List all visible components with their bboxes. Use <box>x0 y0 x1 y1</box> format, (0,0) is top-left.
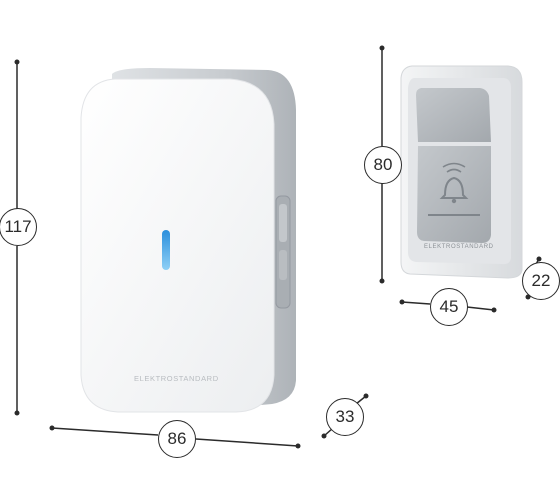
receiver-brand-logo: ELEKTROSTANDARD <box>134 374 219 383</box>
receiver-face <box>80 78 275 413</box>
button-brand-logo: ELEKTROSTANDARD <box>424 244 494 250</box>
dim-label-receiver-depth: 33 <box>326 398 364 436</box>
dim-label-button-depth: 22 <box>522 262 560 300</box>
dim-label-button-height: 80 <box>364 146 402 184</box>
dim-line-receiver-width-left <box>51 427 159 436</box>
dim-label-receiver-width: 86 <box>158 420 196 458</box>
receiver-volume-key[interactable] <box>279 204 287 242</box>
dim-label-receiver-height: 117 <box>0 208 37 246</box>
dim-line-button-width-left <box>401 301 431 305</box>
bell-icon <box>439 162 469 204</box>
button-stripe <box>428 214 480 216</box>
dim-label-button-width: 45 <box>430 288 468 326</box>
receiver-unit <box>80 68 296 413</box>
dim-line-receiver-width-right <box>195 438 299 447</box>
button-unit <box>400 65 523 279</box>
receiver-melody-key[interactable] <box>279 250 287 280</box>
receiver-led-indicator <box>162 230 170 270</box>
dim-line-button-width-right <box>466 306 495 311</box>
button-upper-face[interactable] <box>416 88 491 142</box>
button-lower-face[interactable] <box>417 146 491 243</box>
